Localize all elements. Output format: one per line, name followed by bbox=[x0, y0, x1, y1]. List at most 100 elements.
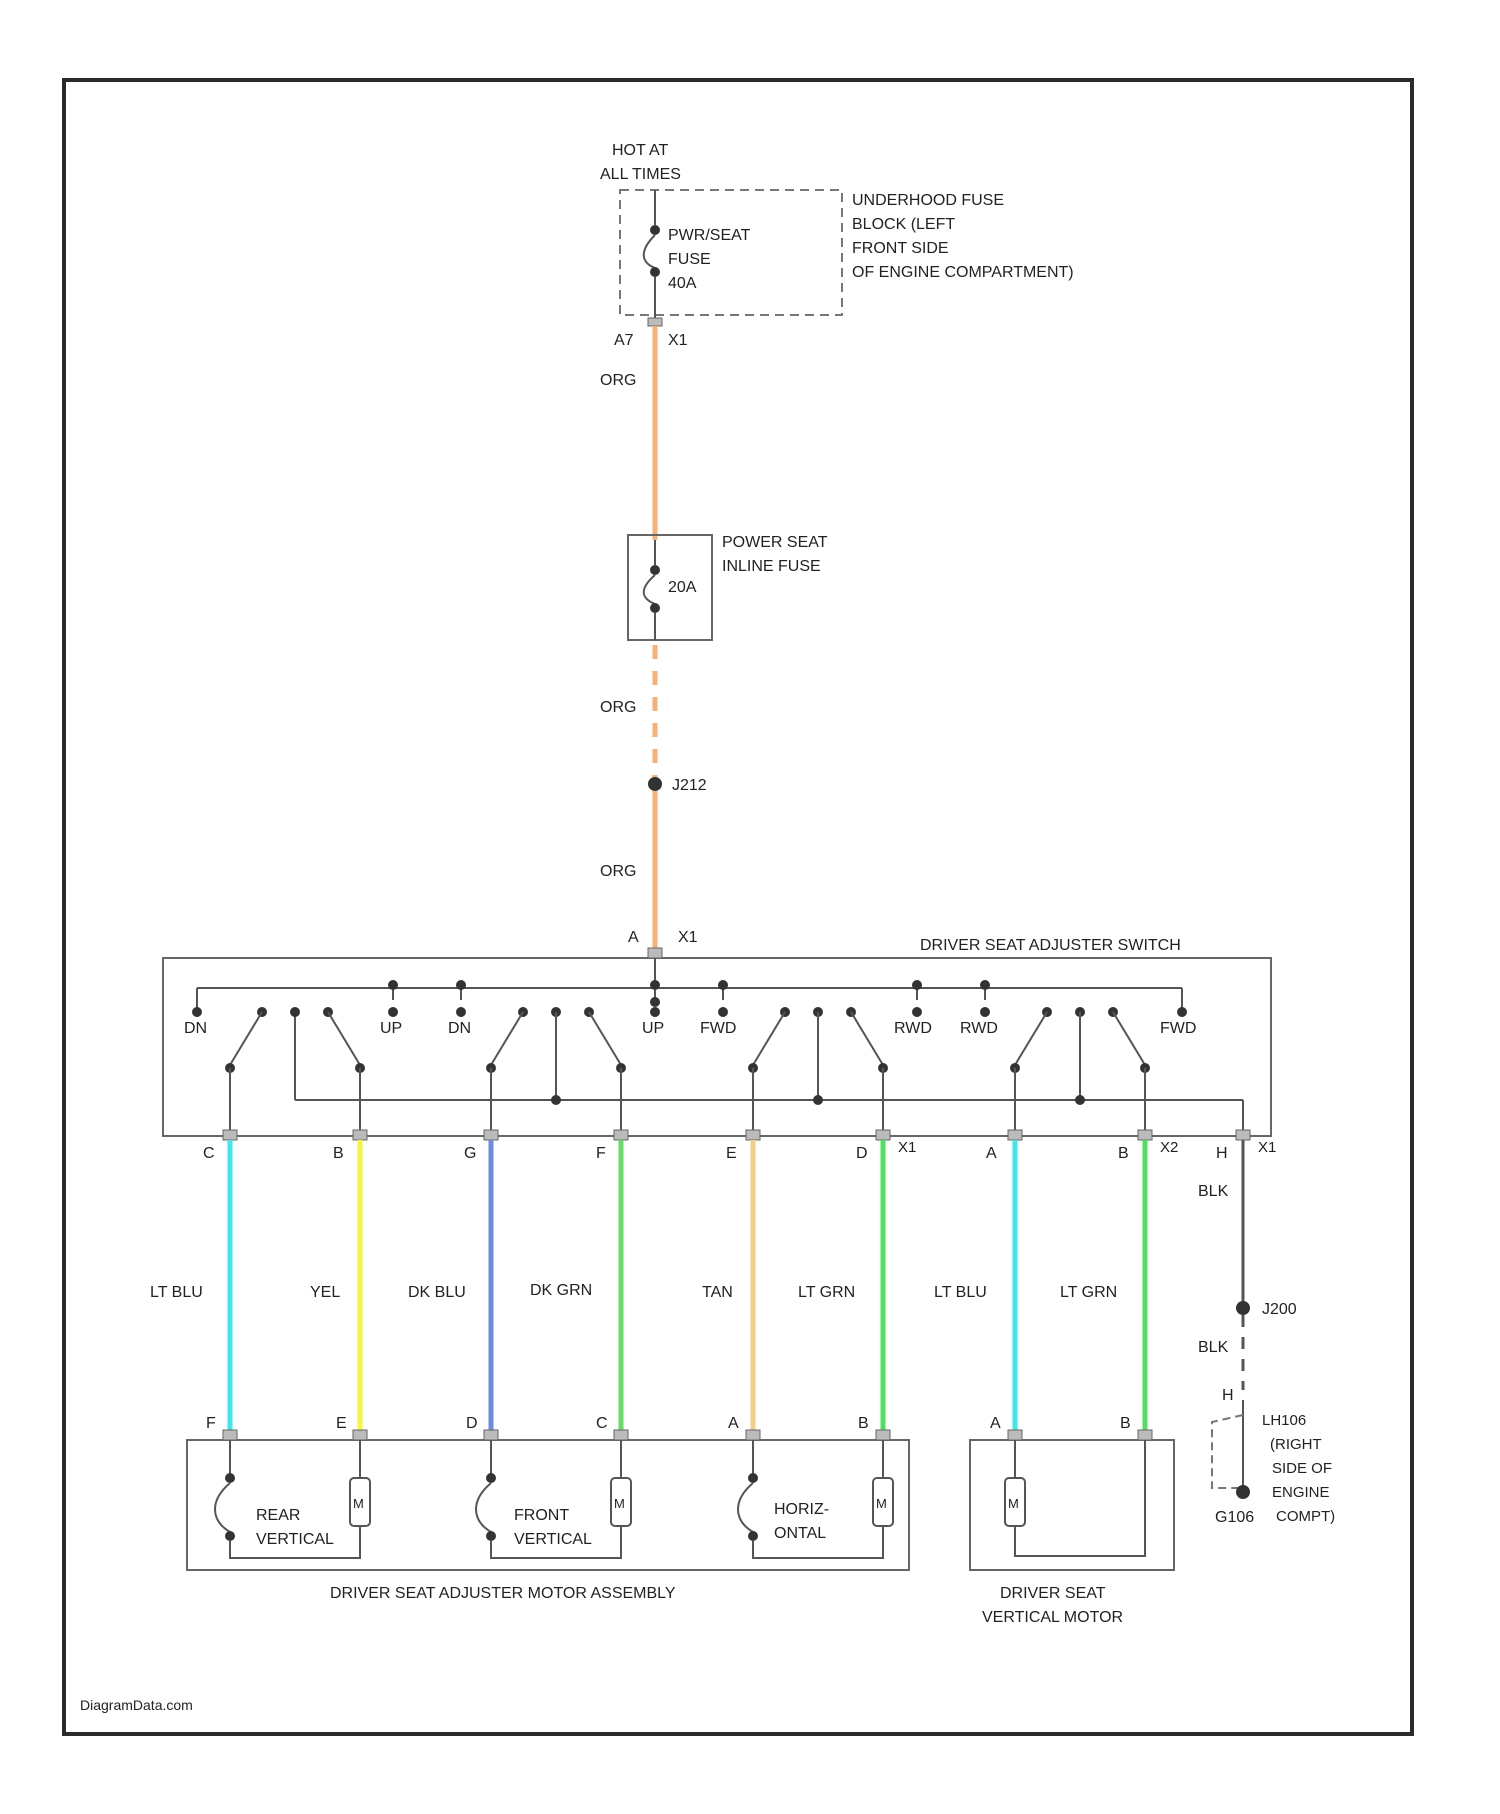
wire-color-label: LT GRN bbox=[798, 1284, 855, 1301]
fuse-block-connector bbox=[648, 318, 662, 326]
switch-contact bbox=[388, 980, 398, 990]
connector-pin bbox=[353, 1130, 367, 1140]
switch-contact bbox=[456, 980, 466, 990]
switch-blade bbox=[491, 1012, 523, 1065]
harness-wires: LT BLU YEL DK BLU DK GRN TAN LT GRN LT B… bbox=[150, 1140, 1145, 1430]
switch-section-front bbox=[486, 1007, 626, 1136]
motor-pin-label: E bbox=[336, 1415, 347, 1432]
ground-eyelet-outline bbox=[1212, 1415, 1243, 1488]
ground-path: BLK J200 BLK H G106 LH106 (RIGHT SIDE OF… bbox=[1198, 1140, 1335, 1526]
motor-connector-pin bbox=[484, 1430, 498, 1440]
switch-input-connector-body bbox=[648, 948, 662, 958]
switch-contact bbox=[650, 980, 660, 990]
switch-contact bbox=[1177, 1007, 1187, 1017]
inline-fuse-label: POWER SEAT bbox=[722, 534, 828, 551]
pwr-seat-fuse-symbol bbox=[644, 235, 655, 268]
horizontal-motor: M HORIZ- ONTAL bbox=[738, 1440, 893, 1558]
motor-name: FRONT bbox=[514, 1507, 569, 1524]
motor-connector-pin bbox=[614, 1430, 628, 1440]
motor-pin-label: C bbox=[596, 1415, 608, 1432]
motor-connector-pin bbox=[876, 1430, 890, 1440]
ground-location: COMPT) bbox=[1276, 1508, 1335, 1525]
switch-output-pin: B bbox=[333, 1145, 344, 1162]
wire-color-label: DK GRN bbox=[530, 1282, 592, 1299]
motor-lead bbox=[1015, 1440, 1145, 1556]
pwr-seat-fuse-label: 40A bbox=[668, 275, 697, 292]
underhood-fuse-block-line: BLOCK (LEFT bbox=[852, 216, 955, 233]
fuse-terminal bbox=[650, 267, 660, 277]
connector-pin bbox=[1236, 1130, 1250, 1140]
switch-contact bbox=[912, 1007, 922, 1017]
motor-terminal bbox=[748, 1531, 758, 1541]
underhood-fuse-block-box bbox=[620, 190, 842, 315]
switch-contact bbox=[388, 1007, 398, 1017]
switch-title: DRIVER SEAT ADJUSTER SWITCH bbox=[920, 937, 1181, 954]
motor-symbol-label: M bbox=[614, 1496, 625, 1511]
motor-terminal bbox=[225, 1531, 235, 1541]
switch-output-pin: D bbox=[856, 1145, 868, 1162]
switch-connector-tag: X1 bbox=[898, 1139, 916, 1156]
motor-name: VERTICAL bbox=[514, 1531, 592, 1548]
wire-color-label: BLK bbox=[1198, 1339, 1229, 1356]
driver-seat-adjuster-switch-box bbox=[163, 958, 1271, 1136]
switch-position-label: FWD bbox=[1160, 1020, 1196, 1037]
inline-fuse-terminal bbox=[650, 565, 660, 575]
power-source-label: HOT AT bbox=[612, 142, 669, 159]
fuse-block-connector-pin: A7 bbox=[614, 332, 634, 349]
vertical-motor-title: DRIVER SEAT bbox=[1000, 1585, 1106, 1602]
wire-color-label: LT GRN bbox=[1060, 1284, 1117, 1301]
switch-blade bbox=[328, 1012, 360, 1065]
motor-name: VERTICAL bbox=[256, 1531, 334, 1548]
motor-terminal bbox=[225, 1473, 235, 1483]
wire-color-label: ORG bbox=[600, 863, 636, 880]
switch-internals: DN UP DN UP FWD RWD RWD FWD bbox=[184, 958, 1243, 1136]
switch-contact bbox=[912, 980, 922, 990]
switch-contact bbox=[980, 980, 990, 990]
switch-blade bbox=[230, 1012, 262, 1065]
switch-section-vertical bbox=[1010, 1007, 1150, 1136]
switch-contact bbox=[192, 1007, 202, 1017]
splice-j212 bbox=[648, 777, 662, 791]
vertical-motor: A B M DRIVER SEAT VERTICAL MOTOR bbox=[970, 1415, 1174, 1626]
switch-output-pin: A bbox=[986, 1145, 997, 1162]
switch-contact bbox=[1075, 1095, 1085, 1105]
motor-connector-pin bbox=[1008, 1430, 1022, 1440]
wire-color-label: ORG bbox=[600, 372, 636, 389]
motor-name: ONTAL bbox=[774, 1525, 826, 1542]
connector-pin bbox=[1008, 1130, 1022, 1140]
switch-contact bbox=[718, 980, 728, 990]
switch-blade bbox=[753, 1012, 785, 1065]
wire-color-label: TAN bbox=[702, 1284, 733, 1301]
ground-location-prefix: LH106 bbox=[1262, 1412, 1306, 1429]
inline-fuse-terminal bbox=[650, 603, 660, 613]
motor-pin-label: A bbox=[990, 1415, 1001, 1432]
ground-connector-pin: H bbox=[1222, 1387, 1234, 1404]
splice-label: J200 bbox=[1262, 1301, 1297, 1318]
motor-symbol-label: M bbox=[1008, 1496, 1019, 1511]
splice-j200 bbox=[1236, 1301, 1250, 1315]
fuse-terminal bbox=[650, 225, 660, 235]
switch-blade bbox=[589, 1012, 621, 1065]
motor-connector-pin bbox=[1138, 1430, 1152, 1440]
switch-output-pin: C bbox=[203, 1145, 215, 1162]
wire-color-label: YEL bbox=[310, 1284, 340, 1301]
motor-name: REAR bbox=[256, 1507, 300, 1524]
motor-assembly: F E D C A B M REAR VERTICAL M bbox=[187, 1415, 909, 1602]
motor-terminal bbox=[486, 1531, 496, 1541]
switch-position-label: RWD bbox=[894, 1020, 932, 1037]
switch-input-connector: X1 bbox=[678, 929, 698, 946]
motor-pin-label: F bbox=[206, 1415, 216, 1432]
underhood-fuse-block-line: UNDERHOOD FUSE bbox=[852, 192, 1004, 209]
switch-position-label: RWD bbox=[960, 1020, 998, 1037]
switch-output-pin: E bbox=[726, 1145, 737, 1162]
power-source-label: ALL TIMES bbox=[600, 166, 681, 183]
motor-limit-switch bbox=[215, 1483, 230, 1532]
motor-pin-label: D bbox=[466, 1415, 478, 1432]
switch-contact bbox=[456, 1007, 466, 1017]
connector-pin bbox=[614, 1130, 628, 1140]
underhood-fuse-block-line: FRONT SIDE bbox=[852, 240, 949, 257]
switch-contact bbox=[718, 1007, 728, 1017]
motor-limit-switch bbox=[476, 1483, 491, 1532]
ground-id: G106 bbox=[1215, 1509, 1254, 1526]
switch-connector-tag: X2 bbox=[1160, 1139, 1178, 1156]
